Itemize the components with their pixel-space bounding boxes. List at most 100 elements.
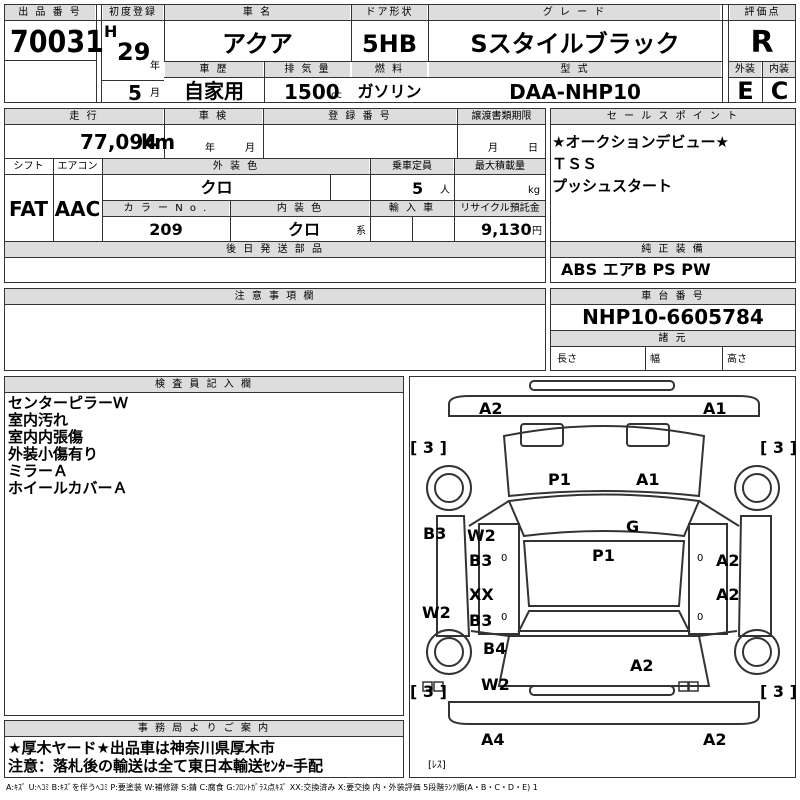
ext-color-value: クロ — [200, 178, 233, 197]
left-pillar-mark: W2 — [422, 603, 451, 622]
details-table — [4, 108, 546, 283]
rear-bumper-left-mark: A4 — [481, 730, 505, 749]
tire-rear-right: [ 3 ] — [760, 682, 797, 701]
left-rear-door-mark-2: B3 — [469, 611, 493, 630]
office-notes: ★厚木ヤード★出品車は神奈川県厚木市 注意：落札後の輸送は全て東日本輸送ｾﾝﾀｰ… — [8, 739, 324, 775]
inspection-month-unit: 月 — [245, 143, 255, 154]
length-label: 長さ — [557, 354, 577, 365]
inspector-box — [4, 376, 404, 716]
header-specs: 諸 元 — [551, 331, 795, 346]
header-mileage: 走 行 — [5, 109, 163, 124]
header-notes: 注 意 事 項 欄 — [5, 289, 545, 304]
header-first-reg: 初度登録 — [103, 5, 163, 20]
header-import: 輸 入 車 — [371, 201, 453, 216]
header-ext-color: 外 装 色 — [103, 159, 369, 174]
header-history: 車 歴 — [165, 62, 263, 77]
rear-bumper-right-mark: A2 — [703, 730, 727, 749]
km-unit: km — [141, 130, 176, 154]
transfer-day-label: 日 — [528, 143, 538, 154]
header-capacity: 乗車定員 — [371, 159, 453, 174]
header-chassis-no: 車 台 番 号 — [551, 289, 795, 304]
era-label: H — [104, 22, 118, 41]
header-sales-point: セ ー ル ス ポ イ ン ト — [551, 109, 795, 124]
trunk-mark: A2 — [630, 656, 654, 675]
header-color-no: カ ラ ー N o . — [103, 201, 229, 216]
car-diagram-box — [409, 376, 796, 778]
header-model: 型 式 — [429, 62, 721, 77]
fuel-value: ガソリン — [357, 82, 422, 101]
recycle-value: 9,130 — [481, 220, 532, 239]
less-label: [ﾚｽ] — [428, 760, 446, 771]
right-front-door-mark: A2 — [716, 551, 740, 570]
transfer-month-unit: 月 — [488, 143, 498, 154]
left-front-door-mark-2: B3 — [469, 551, 493, 570]
left-front-door-mark-1: W2 — [467, 526, 496, 545]
int-color-value: クロ — [288, 220, 321, 239]
header-aircon: エアコン — [54, 159, 101, 174]
header-fuel: 燃 料 — [352, 62, 427, 77]
header-recycle: リサイクル預託金 — [455, 201, 545, 216]
header-inspector: 検 査 員 記 入 欄 — [5, 377, 403, 392]
sales-point-box — [550, 108, 796, 283]
door-type: 5HB — [361, 30, 418, 58]
interior-score: C — [770, 77, 789, 105]
tire-front-left: [ 3 ] — [410, 438, 447, 457]
kei-unit: 系 — [356, 226, 366, 237]
history-value: 自家用 — [184, 79, 244, 103]
header-interior: 内装 — [763, 62, 795, 77]
header-displacement: 排 気 量 — [265, 62, 350, 77]
header-shift: シフト — [5, 159, 52, 174]
left-quarter-mark-2: W2 — [481, 675, 510, 694]
left-fender-mark: B3 — [423, 524, 447, 543]
kg-unit: kg — [528, 185, 541, 196]
tire-front-right: [ 3 ] — [760, 438, 797, 457]
header-inspection: 車 検 — [165, 109, 262, 124]
displacement-value: 1500 — [284, 80, 340, 104]
diagram-corner-tl: A2 — [479, 399, 503, 418]
roof-mark: P1 — [592, 546, 615, 565]
height-label: 高さ — [727, 354, 747, 365]
right-rear-door-mark: A2 — [716, 585, 740, 604]
model-value: DAA-NHP10 — [509, 80, 641, 104]
header-int-color: 内 装 色 — [231, 201, 369, 216]
header-table — [4, 4, 796, 103]
chassis-box — [550, 288, 796, 371]
header-equipment: 純 正 装 備 — [551, 242, 795, 257]
chassis-no-value: NHP10-6605784 — [582, 305, 764, 329]
color-no-value: 209 — [149, 220, 183, 239]
car-name: アクア — [222, 30, 293, 58]
header-grade: グ レ ー ド — [429, 5, 720, 20]
capacity-value: 5 — [412, 179, 424, 198]
notes-box — [4, 288, 546, 371]
reg-month: 5 — [128, 81, 142, 105]
legend-text: A:ｷｽﾞ U:ﾍｺﾐ B:ｷｽﾞを伴うﾍｺﾐ P:要塗装 W:補修跡 S:錆 … — [6, 783, 538, 792]
reg-year: 29 — [117, 38, 151, 66]
sales-point-text: ★オークションデビュー★ ＴＳＳ プッシュスタート — [552, 133, 729, 195]
mileage-value: 77,094 — [80, 130, 158, 154]
exterior-score: E — [737, 77, 754, 105]
windshield-mark: G — [626, 517, 640, 536]
header-car-name: 車 名 — [165, 5, 350, 20]
left-rear-door-mark-1: XX — [469, 585, 494, 604]
header-max-load: 最大積載量 — [455, 159, 545, 174]
hood-right-mark: A1 — [636, 470, 660, 489]
right-rear-door-zero: 0 — [697, 612, 704, 623]
left-quarter-mark-1: B4 — [483, 639, 507, 658]
grade-value: Sスタイルブラック — [470, 30, 680, 58]
office-box — [4, 720, 404, 778]
car-diagram-outline — [422, 380, 780, 725]
inspection-year-unit: 年 — [205, 143, 215, 154]
year-unit: 年 — [150, 61, 160, 72]
header-reg-no: 登 録 番 号 — [264, 109, 456, 124]
header-exterior: 外装 — [729, 62, 761, 77]
header-score: 評価点 — [730, 5, 795, 20]
header-transfer: 譲渡書類期限 — [458, 109, 545, 124]
header-office: 事 務 局 よ り ご 案 内 — [5, 721, 403, 736]
header-lot-no: 出 品 番 号 — [5, 5, 95, 20]
aircon-value: AAC — [54, 197, 101, 221]
right-front-door-zero: 0 — [697, 553, 704, 564]
inspector-notes: センターピラーＷ 室内汚れ 室内内張傷 外装小傷有り ミラーＡ ホイールカバーＡ — [8, 394, 129, 497]
header-later-parts: 後 日 発 送 部 品 — [5, 242, 545, 257]
yen-unit: 円 — [532, 226, 542, 237]
cc-unit: cc — [331, 90, 342, 101]
